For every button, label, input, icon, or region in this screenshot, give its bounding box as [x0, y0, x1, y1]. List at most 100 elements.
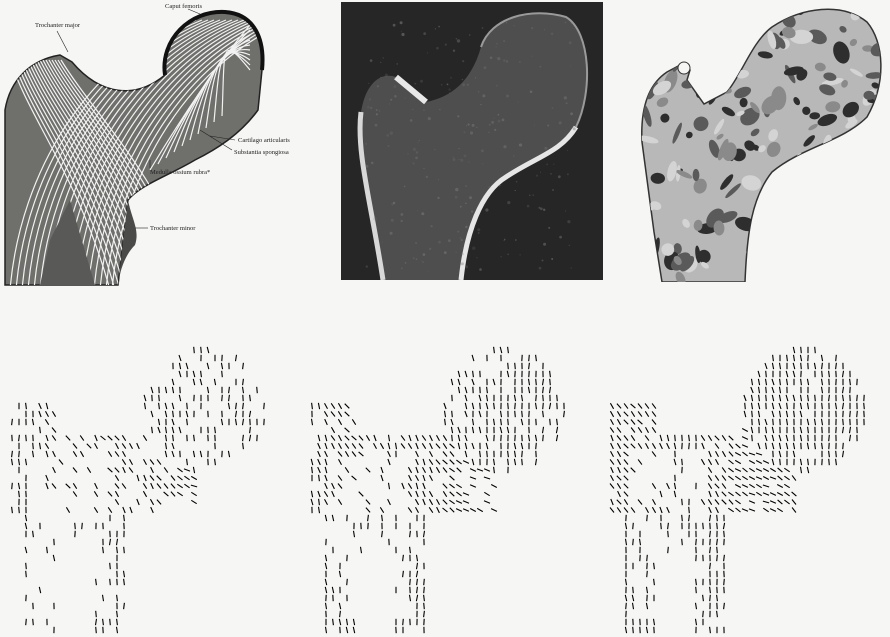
orientation-vector: [751, 387, 753, 393]
orientation-vector: [617, 427, 621, 432]
orientation-vector: [765, 363, 767, 369]
orientation-vector: [191, 476, 197, 479]
orientation-vector: [173, 435, 174, 441]
orientation-vector: [382, 515, 383, 521]
label-cartilago-articularis: Cartilago articularis: [238, 137, 290, 144]
orientation-vector: [443, 500, 447, 505]
orientation-vector: [780, 411, 781, 417]
orientation-vector: [96, 619, 97, 625]
orientation-vector: [389, 435, 390, 441]
orientation-vector: [647, 571, 648, 577]
orientation-vector: [787, 419, 788, 425]
orientation-vector: [777, 485, 783, 488]
orientation-vector: [437, 507, 440, 513]
orientation-vector: [456, 509, 462, 512]
orientation-vector: [631, 428, 635, 433]
orientation-vector: [625, 627, 626, 633]
orientation-vector: [325, 459, 327, 465]
orientation-vector: [814, 363, 815, 369]
orientation-vector: [843, 395, 844, 401]
orientation-vector: [359, 452, 364, 456]
orientation-vector: [624, 460, 628, 465]
orientation-vector: [463, 493, 469, 495]
orientation-vector: [443, 508, 448, 512]
orientation-vector: [110, 619, 111, 625]
orientation-vector: [150, 476, 154, 481]
orientation-vector: [338, 452, 342, 457]
orientation-vector: [633, 587, 634, 593]
orientation-vector: [508, 363, 509, 369]
orientation-vector: [486, 435, 488, 441]
orientation-vector: [319, 475, 320, 481]
orientation-vector: [794, 355, 795, 361]
orientation-vector: [465, 435, 467, 441]
orientation-vector: [250, 395, 251, 401]
orientation-vector: [423, 483, 425, 489]
orientation-vector: [787, 403, 788, 409]
orientation-vector: [103, 595, 104, 601]
orientation-vector: [388, 499, 391, 505]
orientation-vector: [472, 443, 474, 449]
orientation-vector: [177, 484, 182, 488]
orientation-vector: [347, 619, 348, 625]
orientation-vector: [786, 435, 788, 441]
orientation-vector: [710, 627, 711, 633]
orientation-vector: [52, 435, 56, 440]
orientation-vector: [73, 451, 76, 456]
orientation-vector: [345, 467, 349, 472]
orientation-vector: [710, 531, 711, 537]
orientation-vector: [451, 379, 452, 385]
orientation-vector: [752, 379, 753, 385]
label-caput-femoris: Caput femoris: [165, 3, 202, 10]
orientation-vector: [359, 492, 364, 497]
orientation-vector: [249, 411, 250, 417]
orientation-vector: [87, 444, 91, 449]
orientation-vector: [625, 523, 626, 529]
orientation-vector: [194, 347, 195, 353]
orientation-vector: [366, 435, 369, 440]
orientation-vector: [784, 500, 789, 504]
orientation-vector: [73, 491, 77, 496]
orientation-vector: [722, 451, 725, 457]
orientation-vector: [763, 493, 769, 495]
orientation-vector: [352, 436, 357, 440]
orientation-vector: [124, 603, 125, 609]
orientation-vector: [157, 476, 162, 481]
orientation-vector: [770, 493, 776, 496]
orientation-vector: [536, 395, 537, 401]
orientation-vector: [765, 435, 767, 441]
orientation-vector: [243, 403, 244, 409]
orientation-vector: [772, 363, 773, 369]
orientation-vector: [556, 435, 557, 441]
orientation-vector: [382, 531, 383, 537]
orientation-vector: [115, 499, 118, 504]
orientation-vector: [822, 379, 823, 385]
orientation-vector: [340, 611, 341, 617]
orientation-vector: [26, 459, 27, 465]
orientation-vector: [756, 453, 762, 455]
orientation-vector: [724, 579, 725, 585]
orientation-vector: [423, 491, 425, 497]
orientation-vector: [326, 603, 327, 609]
orientation-vector: [184, 476, 189, 480]
orientation-vector: [521, 443, 522, 449]
orientation-vector: [417, 587, 418, 593]
orientation-vector: [667, 443, 670, 449]
orientation-vector: [110, 563, 111, 569]
orientation-vector: [536, 379, 537, 385]
label-trochanter-minor: Trochanter minor: [150, 225, 196, 232]
orientation-vector: [724, 603, 725, 609]
orientation-vector: [631, 468, 636, 473]
orientation-vector: [611, 435, 613, 441]
orientation-vector: [318, 443, 321, 449]
orientation-vector: [450, 452, 454, 457]
orientation-vector: [808, 459, 809, 465]
orientation-vector: [366, 500, 370, 505]
orientation-vector: [611, 475, 614, 481]
orientation-vector: [53, 555, 54, 561]
orientation-vector: [617, 436, 621, 441]
orientation-vector: [347, 579, 348, 585]
orientation-vector: [124, 515, 125, 521]
orientation-vector: [756, 461, 762, 464]
orientation-vector: [66, 507, 69, 512]
